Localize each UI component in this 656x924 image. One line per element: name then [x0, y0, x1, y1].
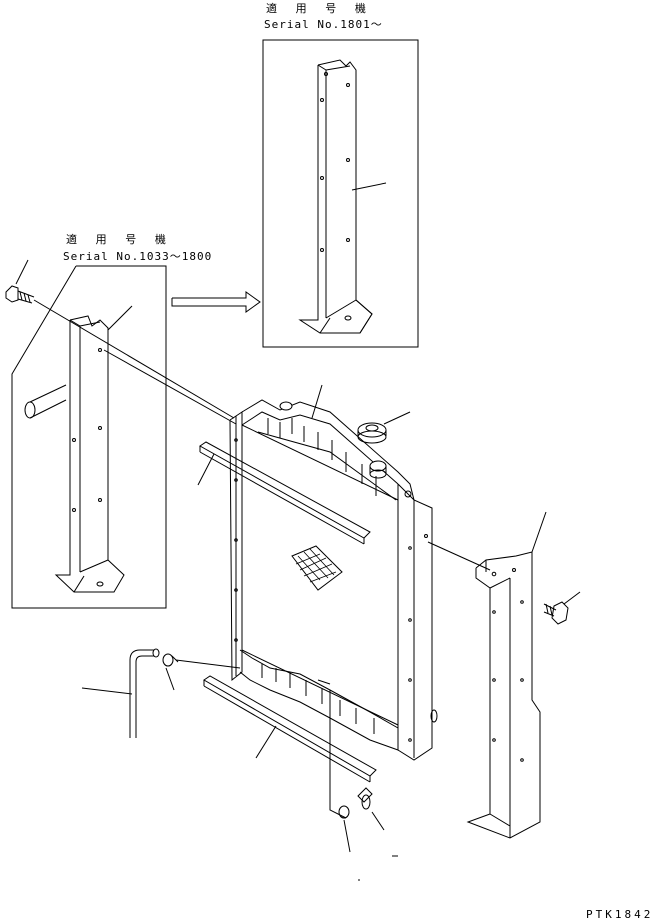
inset-box-new-serial [262, 39, 419, 348]
connection-line-bracket [103, 349, 237, 425]
applicable-serial-label-new-jp: 適 用 号 機 [266, 2, 372, 15]
bolt-right [543, 591, 581, 625]
lower-seal-strip [203, 675, 377, 783]
core-mesh-patch [291, 545, 343, 591]
hose-clamp [162, 653, 241, 691]
upper-seal-strip [197, 441, 371, 545]
radiator-cap [357, 411, 411, 444]
serial-range-label-old: Serial No.1033～1800 [63, 250, 213, 263]
radiator-assembly [229, 384, 438, 761]
drain-cock-assembly [317, 679, 398, 881]
bolt-top-left [5, 259, 235, 419]
right-mounting-bracket [427, 511, 547, 839]
replacement-arrow [171, 291, 261, 313]
drain-pipe [81, 648, 160, 738]
inset-box-old-serial [11, 265, 167, 609]
drawing-code: PTK1842 [586, 908, 654, 921]
applicable-serial-label-old-jp: 適 用 号 機 [66, 233, 172, 246]
serial-range-label-new: Serial No.1801～ [264, 18, 383, 31]
